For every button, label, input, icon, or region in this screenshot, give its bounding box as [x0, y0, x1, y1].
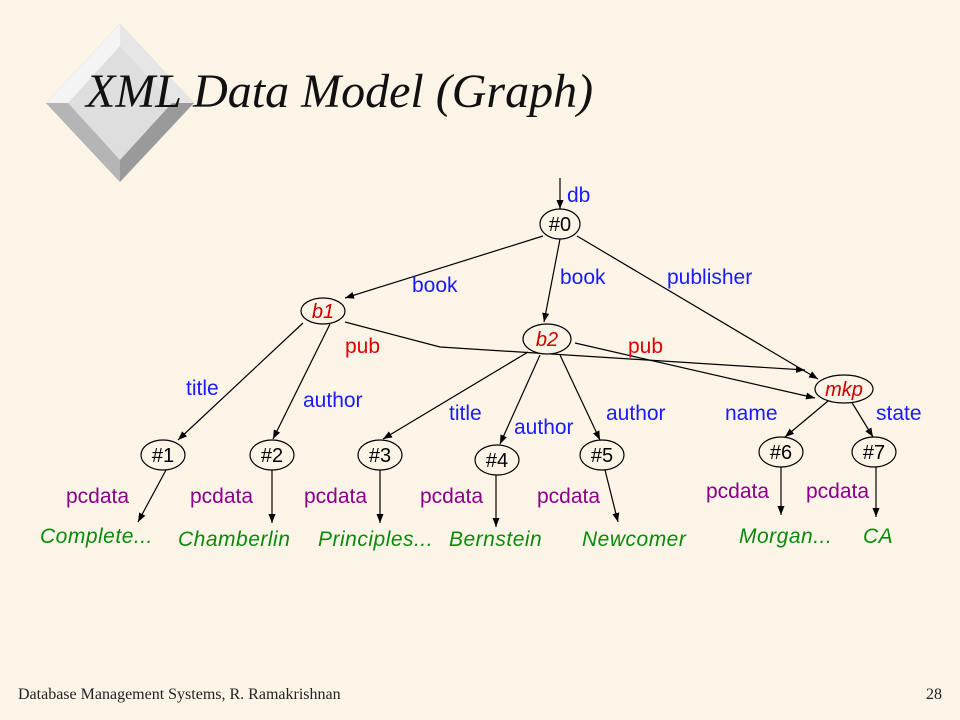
- leaf-value-2: Chamberlin: [178, 528, 290, 551]
- edge-label-book-b2: book: [560, 266, 606, 289]
- leaf-value-3: Principles...: [318, 528, 433, 551]
- node-2: [249, 439, 295, 471]
- diamond-bullet-icon: [46, 24, 194, 182]
- node-b2: [522, 323, 572, 355]
- node-3-label: #3: [369, 445, 391, 467]
- node-b1: [300, 297, 346, 325]
- edge-label-pcdata-4: pcdata: [420, 485, 483, 508]
- edge-label-db: db: [567, 184, 590, 207]
- edge-label-book-b1: book: [412, 274, 458, 297]
- slide-title: XML Data Model (Graph): [86, 65, 594, 118]
- node-6-label: #6: [770, 442, 792, 464]
- node-2-label: #2: [261, 445, 283, 467]
- node-6: [758, 436, 804, 468]
- edge-pub-b2: [574, 342, 816, 400]
- node-7: [851, 436, 897, 468]
- page-number: 28: [926, 686, 942, 703]
- edge-name: [784, 400, 829, 438]
- edge-title-b2: [382, 351, 529, 440]
- node-mkp: [814, 374, 874, 404]
- edge-label-title-b1: title: [186, 377, 219, 400]
- node-1-label: #1: [152, 445, 174, 467]
- edge-label-title-b2: title: [449, 402, 482, 425]
- edge-label-author-b2-n4: author: [514, 416, 574, 439]
- edge-book-b1: [344, 235, 544, 299]
- edge-author-b1: [272, 323, 331, 440]
- edge-label-pcdata-3: pcdata: [304, 485, 367, 508]
- edge-label-author-b2-n5: author: [606, 402, 666, 425]
- edge-label-publisher: publisher: [667, 266, 752, 289]
- node-b2-label: b2: [536, 329, 558, 351]
- node-7-label: #7: [863, 442, 885, 464]
- node-0-label: #0: [549, 214, 571, 236]
- edge-state: [850, 400, 874, 438]
- leaf-value-6: Morgan...: [739, 525, 832, 548]
- edge-label-name: name: [725, 402, 778, 425]
- node-b1-label: b1: [312, 301, 334, 323]
- edge-label-pub-b1: pub: [345, 335, 380, 358]
- node-5: [579, 439, 625, 471]
- edge-book-b2: [542, 238, 561, 323]
- edge-label-pcdata-7: pcdata: [806, 480, 869, 503]
- node-4-label: #4: [486, 450, 508, 472]
- edge-label-author-b1: author: [303, 389, 363, 412]
- edge-title-b1: [177, 322, 304, 441]
- edge-label-pcdata-6: pcdata: [706, 480, 769, 503]
- node-0: [539, 208, 581, 240]
- edge-author-b2-n5: [559, 354, 601, 441]
- edge-label-pcdata-2: pcdata: [190, 485, 253, 508]
- node-4: [474, 444, 520, 476]
- edge-label-pub-b2: pub: [628, 335, 663, 358]
- node-5-label: #5: [591, 445, 613, 467]
- edge-publisher: [576, 235, 819, 380]
- edge-author-b2-n4: [499, 354, 541, 445]
- leaf-value-1: Complete...: [40, 525, 153, 548]
- edge-pub-b1: [344, 321, 806, 373]
- edge-pcdata-1: [137, 469, 167, 523]
- edge-label-pcdata-1: pcdata: [66, 485, 129, 508]
- leaf-value-5: Newcomer: [582, 528, 687, 551]
- edge-label-pcdata-5: pcdata: [537, 485, 600, 508]
- node-3: [357, 439, 403, 471]
- edge-label-state: state: [876, 402, 922, 425]
- footer-citation: Database Management Systems, R. Ramakris…: [18, 686, 341, 703]
- node-1: [140, 439, 186, 471]
- leaf-value-7: CA: [863, 525, 893, 548]
- leaf-value-4: Bernstein: [449, 528, 542, 551]
- edge-pcdata-5: [604, 469, 620, 523]
- node-mkp-label: mkp: [825, 379, 863, 401]
